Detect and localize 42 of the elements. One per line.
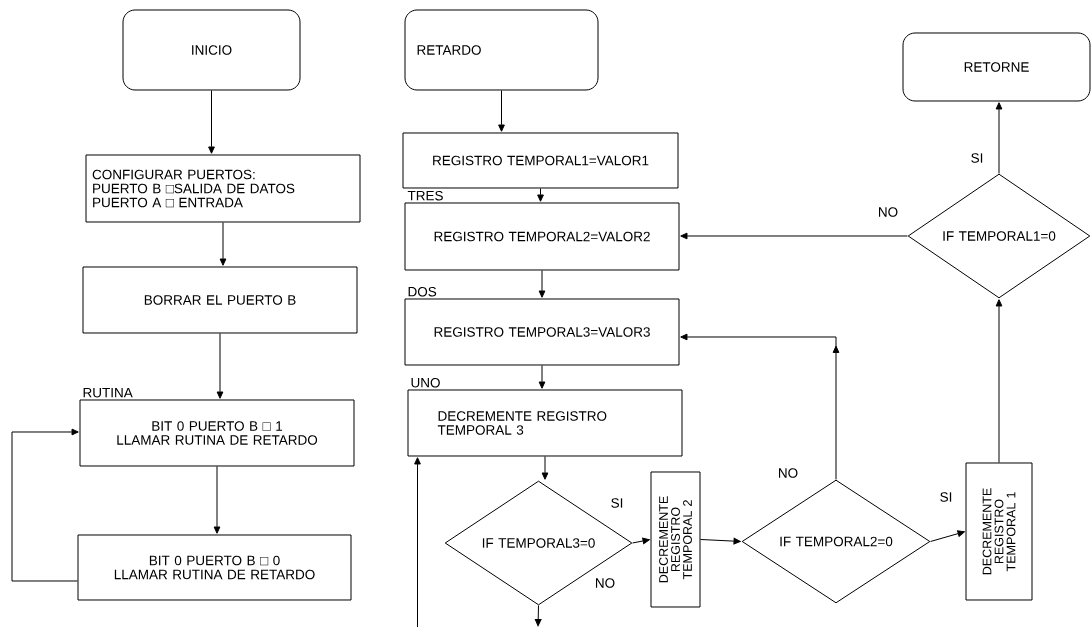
process-box: REGISTRO TEMPORAL3=VALOR3 [404,298,680,366]
arrow [632,537,650,545]
terminal-box: RETARDO [404,9,599,91]
process-box: BIT 0 PUERTO B □ 1 LLAMAR RUTINA DE RETARDO [79,399,355,467]
process-box: BORRAR EL PUERTO B [82,266,358,334]
arrow [208,90,215,154]
arrow [219,222,227,266]
edge-label: NO [593,577,617,589]
arrow [537,188,544,202]
process-box: CONFIGURAR PUERTOS: PUERTO B □SALIDA DE DATOS PUERTO A □ ENTRADA [85,154,361,223]
process-box: DECREMENTE REGISTRO TEMPORAL 2 [650,471,701,608]
step-label: UNO [411,377,440,388]
arrow [414,457,421,628]
arrow [680,333,840,480]
terminal-box: RETORNE [902,32,1091,102]
terminal-box: INICIO [122,9,301,91]
process-box: REGISTRO TEMPORAL2=VALOR2 [404,202,680,271]
arrow [541,456,549,480]
process-box: BIT 0 PUERTO B □ 0 LLAMAR RUTINA DE RETARDO [77,534,352,601]
step-label: RUTINA [83,388,133,398]
edge-label: SI [609,497,625,509]
edge-label: NO [776,467,800,479]
arrow [700,537,741,545]
edge-label: SI [938,491,954,503]
arrow [930,530,965,542]
arrow [680,232,908,240]
edge-label: SI [969,152,985,164]
arrow [11,428,79,582]
arrow [498,90,505,132]
arrow [213,466,221,534]
process-box: DECREMENTE REGISTRO TEMPORAL 1 [965,462,1033,601]
arrow [538,365,546,389]
step-label: TRES [407,190,443,201]
step-label: DOS [408,286,437,297]
arrow [995,102,1003,174]
process-box: DECREMENTE REGISTRO TEMPORAL 3 [407,389,683,457]
arrow [538,270,546,298]
edge-label: NO [876,206,900,218]
arrow [534,605,542,627]
arrow [995,299,1003,463]
arrow [216,333,224,399]
process-box: REGISTRO TEMPORAL1=VALOR1 [402,132,679,189]
